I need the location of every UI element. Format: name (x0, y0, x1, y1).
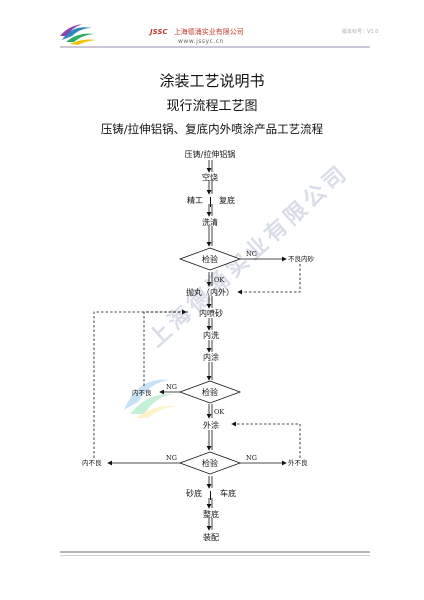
step-turn-base: 车底 (220, 488, 236, 498)
header-version: 版本标号：V1.0 (342, 29, 379, 35)
header-company-name: 上海德涌实业有限公司 (173, 28, 244, 36)
decision-inspect-2: 检验 (202, 387, 218, 397)
document-subtitle: 现行流程工艺图 (166, 99, 258, 114)
label-ok-2: OK (214, 408, 224, 416)
header-divider (60, 46, 370, 48)
step-composite-base: 复底 (219, 195, 235, 205)
decision-inspect-1: 检验 (202, 254, 218, 264)
decision-inspect-3: 检验 (202, 458, 218, 468)
step-finish-base: 整底 (203, 509, 219, 519)
company-logo (58, 22, 98, 46)
label-ng-2: NG (166, 383, 177, 391)
watermark-swoosh-icon (124, 379, 176, 418)
step-inner-sandblast: 内喷砂 (199, 308, 223, 318)
outcome-outer-defect: 外不良 (288, 458, 308, 467)
step-fine-machining: 精工 (187, 195, 203, 205)
watermark-logo (118, 370, 178, 420)
footer-divider (60, 551, 370, 553)
label-ng-1: NG (246, 250, 257, 258)
swoosh-logo-icon (60, 24, 96, 45)
decision-diamond-1 (178, 247, 242, 271)
step-cleaning: 洗清 (202, 217, 218, 227)
outcome-bad-inner-sand: 不良内砂 (288, 254, 315, 263)
decision-diamond-2 (178, 380, 242, 404)
outcome-inner-defect-2: 内不良 (82, 458, 102, 467)
step-sand-base: 砂底 (186, 488, 202, 498)
document-title: 涂装工艺说明书 (159, 72, 265, 90)
step-empty-firing: 空烧 (202, 172, 218, 182)
label-ng-4: NG (246, 454, 257, 462)
step-inner-wash: 内洗 (203, 330, 219, 340)
step-assembly: 装配 (203, 532, 219, 542)
header-website: www.jssyc.cn (178, 38, 224, 45)
footer-divider-thin (60, 555, 370, 556)
branch-arrows (107, 256, 287, 466)
rework-loops (93, 264, 301, 458)
outcome-inner-defect-1: 内不良 (132, 388, 152, 397)
decision-diamond-3 (178, 451, 242, 475)
header-brand: JSSC (150, 28, 168, 36)
flow-title: 压铸/拉伸铝锅、复底内外喷涂产品工艺流程 (100, 122, 324, 136)
header-company: JSSC 上海德涌实业有限公司 (150, 27, 244, 37)
label-ng-3: NG (166, 454, 177, 462)
label-ok-1: OK (214, 276, 224, 284)
step-inner-coating: 内涂 (203, 352, 219, 362)
step-die-casting: 压铸/拉伸铝锅 (185, 149, 236, 159)
step-outer-coating: 外涂 (203, 420, 219, 430)
main-flow-arrows (206, 160, 213, 531)
step-shot-blasting: 抛丸（内外） (186, 287, 234, 297)
